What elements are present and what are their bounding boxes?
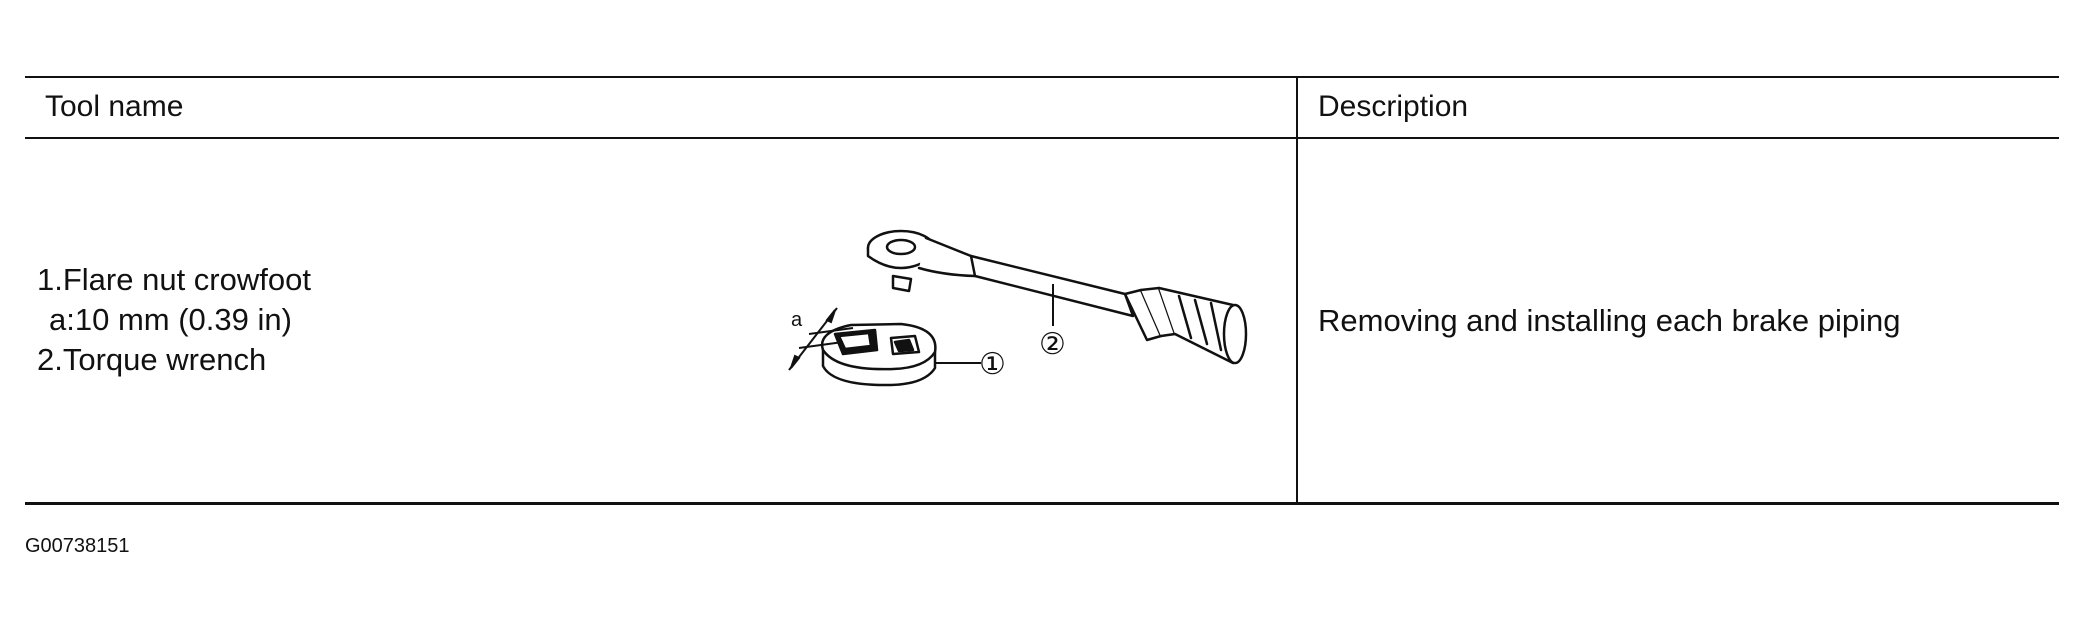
dimension-a-marker	[788, 307, 854, 371]
tool-line-size: a:10 mm (0.39 in)	[49, 302, 292, 337]
torque-wrench-icon	[866, 229, 1248, 365]
table-column-divider	[1296, 76, 1298, 505]
table-top-rule	[25, 76, 2059, 78]
flare-nut-crowfoot-icon	[820, 322, 937, 387]
tool-line-crowfoot: 1.Flare nut crowfoot	[37, 262, 311, 297]
tool-line-torque-wrench: 2.Torque wrench	[37, 342, 267, 377]
header-tool-name: Tool name	[45, 90, 184, 123]
header-description: Description	[1318, 90, 1469, 123]
table-bottom-rule	[25, 502, 2059, 505]
figure-code: G00738151	[25, 535, 130, 557]
tool-illustration: a ① ②	[743, 218, 1263, 418]
table-header-rule	[25, 137, 2059, 139]
callout-2-label: ②	[1039, 328, 1066, 361]
special-tool-table: Tool name Description 1.Flare nut crowfo…	[25, 76, 2059, 505]
callout-1-label: ①	[979, 348, 1006, 381]
tool-name-cell: 1.Flare nut crowfoot a:10 mm (0.39 in) 2…	[37, 260, 311, 380]
description-cell: Removing and installing each brake pipin…	[1318, 303, 1901, 338]
dimension-a-label: a	[791, 309, 803, 331]
